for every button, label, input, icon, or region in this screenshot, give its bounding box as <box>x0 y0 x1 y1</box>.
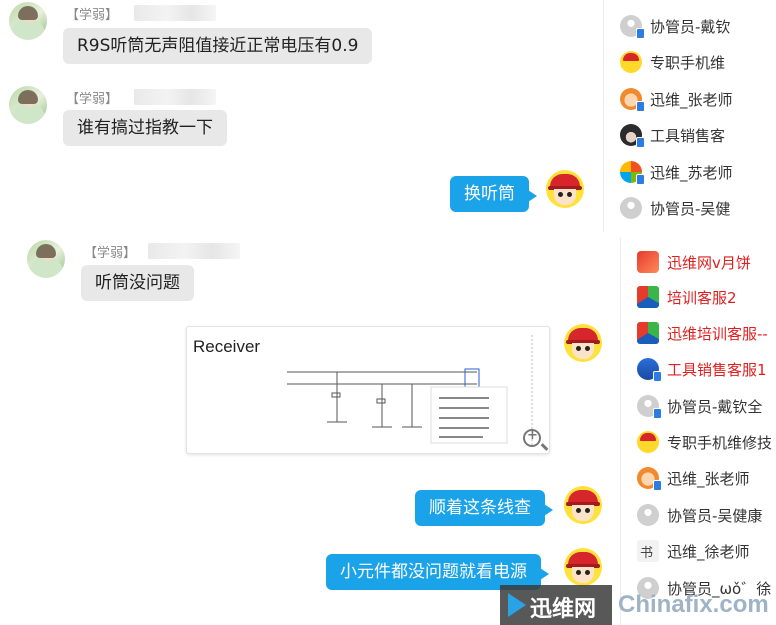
schematic-image <box>287 335 533 447</box>
member-avatar-icon <box>620 197 642 219</box>
avatar-technician[interactable] <box>564 324 602 362</box>
sender-tag: 【学弱】 <box>66 92 119 107</box>
member-avatar-icon <box>637 577 659 599</box>
member-avatar-icon <box>637 504 659 526</box>
message-bubble-outgoing[interactable]: 顺着这条线查 <box>415 490 553 526</box>
member-name: 工具销售客 <box>650 126 726 145</box>
member-item[interactable]: 迅维网v月饼 <box>637 250 751 274</box>
member-name: 迅维_张老师 <box>667 469 750 488</box>
member-item[interactable]: 工具销售客服1 <box>637 357 767 382</box>
member-avatar-icon <box>637 286 659 308</box>
member-item[interactable]: 迅维_张老师 <box>620 87 733 112</box>
sender-tag: 【学弱】 <box>84 246 137 261</box>
blurred-username <box>148 243 240 259</box>
member-item[interactable]: 协管员-戴钦全 <box>637 394 763 419</box>
member-name: 协管员-吴健康 <box>667 506 763 525</box>
message-bubble[interactable]: 谁有搞过指教一下 <box>63 110 227 146</box>
member-item[interactable]: 迅维_苏老师 <box>620 160 733 185</box>
member-item[interactable]: 迅维_徐老师 <box>637 539 750 563</box>
member-name: 协管员-吴健 <box>650 199 731 218</box>
sender-tag: 【学弱】 <box>66 8 119 23</box>
member-item[interactable]: 专职手机维 <box>620 50 725 74</box>
member-item[interactable]: 协管员-戴钦 <box>620 14 731 39</box>
member-name: 迅维_苏老师 <box>650 163 733 182</box>
member-name: 工具销售客服1 <box>667 360 767 379</box>
member-avatar-icon <box>637 540 659 562</box>
member-name: 迅维网v月饼 <box>667 253 751 272</box>
avatar-technician[interactable] <box>564 548 602 586</box>
member-item[interactable]: 协管员-吴健康 <box>637 503 762 527</box>
member-avatar-icon <box>637 431 659 453</box>
image-message[interactable]: Receiver <box>186 326 550 454</box>
member-avatar-icon <box>637 358 662 382</box>
blurred-username <box>134 89 216 105</box>
member-avatar-icon <box>637 467 662 491</box>
member-item[interactable]: 协管员-吴健 <box>620 196 730 220</box>
member-name: 协管员-戴钦 <box>650 17 731 36</box>
member-list-bottom[interactable]: 迅维网v月饼 培训客服2 迅维培训客服-- 工具销售客服1 协管员-戴钦全 专职… <box>620 238 776 625</box>
member-list-top[interactable]: 协管员-戴钦 专职手机维 迅维_张老师 工具销售客 迅维_苏老师 协管员-吴健 <box>603 0 776 232</box>
member-avatar-icon <box>620 124 645 148</box>
member-item[interactable]: 工具销售客 <box>620 123 726 148</box>
member-item[interactable]: 协管员_ωǒ゛徐 <box>637 576 771 600</box>
avatar-xueruo[interactable] <box>9 2 47 40</box>
watermark-en: Chinafix.com <box>618 591 769 618</box>
member-item[interactable]: 迅维培训客服-- <box>637 321 768 345</box>
member-name: 协管员-戴钦全 <box>667 397 763 416</box>
message-bubble[interactable]: R9S听筒无声阻值接近正常电压有0.9 <box>63 28 373 64</box>
member-avatar-icon <box>637 322 659 344</box>
member-item[interactable]: 迅维_张老师 <box>637 466 750 491</box>
watermark: 迅维网 Chinafix.com <box>500 585 776 625</box>
member-name: 培训客服2 <box>667 288 737 307</box>
member-item[interactable]: 专职手机维修技 <box>637 430 772 454</box>
image-title: Receiver <box>193 337 261 356</box>
watermark-cn: 迅维网 <box>530 597 597 622</box>
member-name: 协管员_ωǒ゛徐 <box>667 579 772 598</box>
member-name: 迅维培训客服-- <box>667 324 768 343</box>
member-name: 专职手机维修技 <box>667 433 773 452</box>
member-name: 迅维_张老师 <box>650 90 733 109</box>
member-avatar-icon <box>620 161 645 185</box>
message-bubble-outgoing[interactable]: 小元件都没问题就看电源 <box>326 554 549 590</box>
avatar-xueruo[interactable] <box>9 86 47 124</box>
message-bubble-outgoing[interactable]: 换听筒 <box>450 176 537 212</box>
blurred-username <box>134 5 216 21</box>
avatar-xueruo[interactable] <box>27 240 65 278</box>
member-avatar-icon <box>620 51 642 73</box>
watermark-logo-icon <box>508 593 526 617</box>
avatar-technician[interactable] <box>564 486 602 524</box>
message-bubble[interactable]: 听筒没问题 <box>81 265 194 301</box>
member-item[interactable]: 培训客服2 <box>637 285 737 309</box>
avatar-technician[interactable] <box>546 170 584 208</box>
member-avatar-icon <box>637 395 662 419</box>
member-name: 专职手机维 <box>650 53 726 72</box>
member-avatar-icon <box>620 88 645 112</box>
member-name: 迅维_徐老师 <box>667 542 750 561</box>
member-avatar-icon <box>620 15 645 39</box>
member-avatar-icon <box>637 251 659 273</box>
zoom-in-icon[interactable] <box>523 428 541 447</box>
